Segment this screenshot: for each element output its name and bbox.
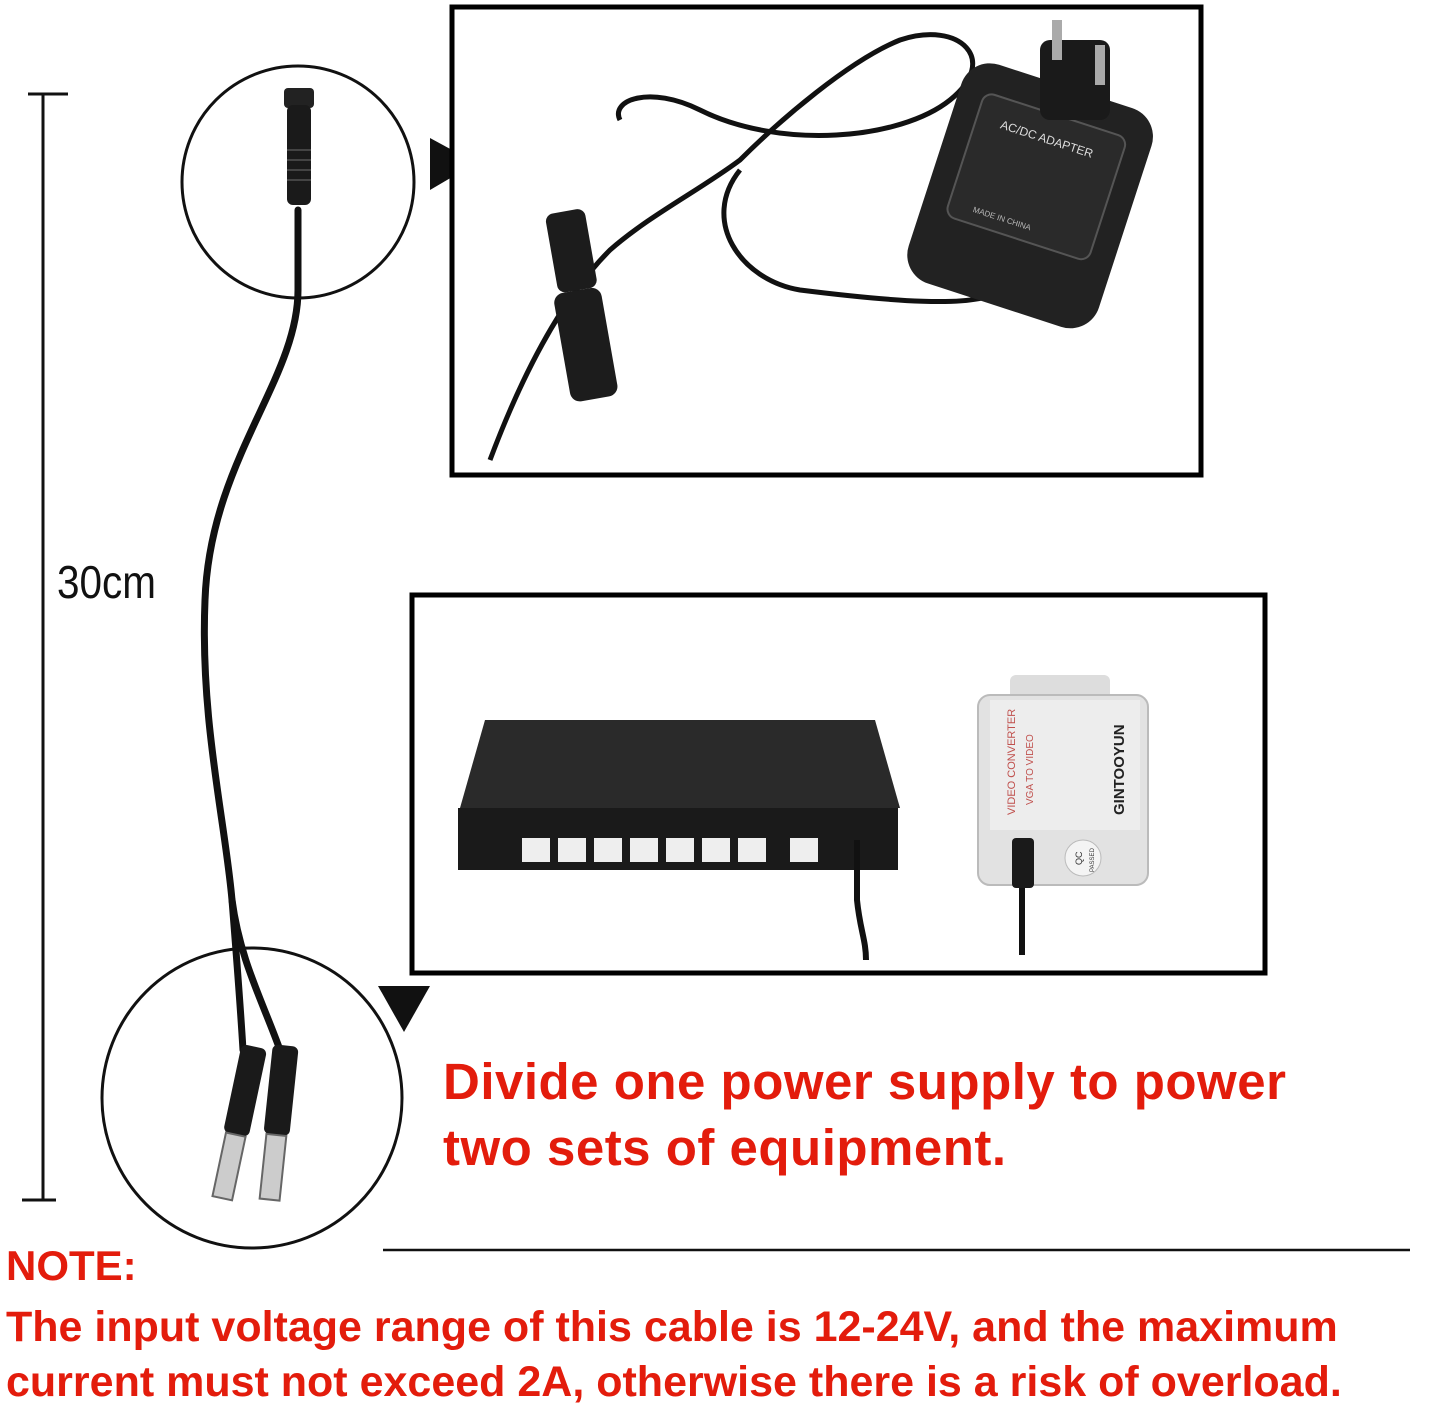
male-dc-connectors (211, 1044, 299, 1202)
zoom-circle-top (180, 64, 416, 300)
length-scale-bar (22, 92, 68, 1202)
note-label: NOTE: (6, 1242, 137, 1289)
headline-line-2: two sets of equipment. (443, 1119, 1007, 1176)
power-adapter: AC/DC ADAPTER MADE IN CHINA (487, 20, 1153, 461)
zoom-circle-bottom (100, 946, 404, 1250)
note-line-1: The input voltage range of this cable is… (6, 1303, 1338, 1351)
converter-label-line2: VGA TO VIDEO (1025, 734, 1036, 805)
headline-line-1: Divide one power supply to power (443, 1053, 1287, 1110)
length-label: 30cm (57, 556, 156, 608)
qc-label: QC (1074, 851, 1084, 865)
female-dc-connector (284, 88, 314, 205)
note-line-2: current must not exceed 2A, otherwise th… (6, 1358, 1342, 1406)
network-switch (458, 720, 900, 961)
splitter-cable (200, 206, 302, 1054)
converter-label-line1: VIDEO CONVERTER (1006, 709, 1018, 815)
qc-passed-label: PASSED (1090, 847, 1096, 872)
arrow-down-icon (378, 986, 430, 1032)
vga-video-converter: VIDEO CONVERTER VGA TO VIDEO GINTOOYUN Q… (977, 675, 1149, 955)
converter-brand: GINTOOYUN (1111, 724, 1128, 815)
